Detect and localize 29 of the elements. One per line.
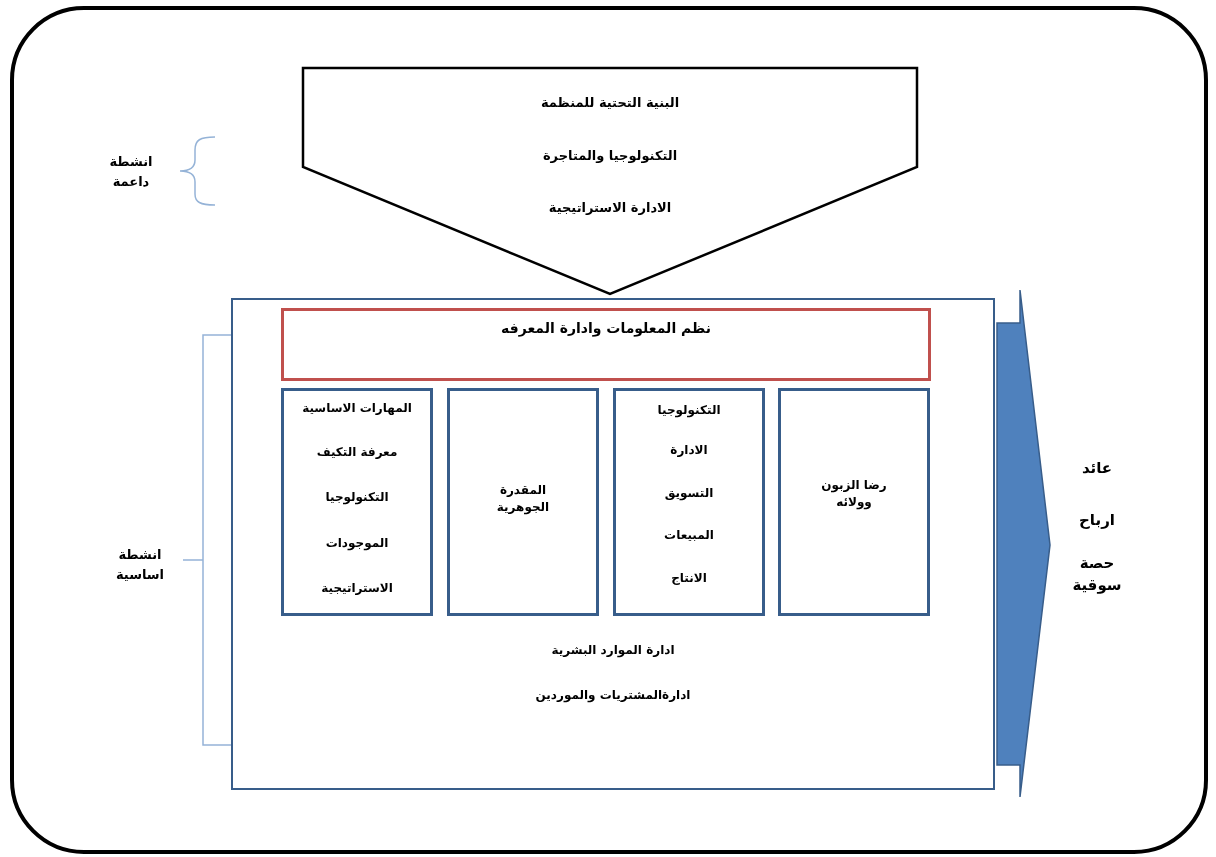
item-text: رضا الزبون وولائه — [820, 477, 888, 511]
item-text: المقدرة الجوهرية — [495, 482, 551, 516]
arrow-caption: حصة سوقية — [1072, 553, 1122, 596]
header-box — [281, 308, 931, 381]
item-text: ادارةالمشتريات والموردين — [534, 687, 692, 704]
item-text: معرفة التكيف — [315, 444, 399, 461]
item-text: الموجودات — [324, 535, 390, 552]
item-text: ادارة الموارد البشرية — [550, 642, 676, 659]
item-text: التكنولوجيا والمتاجرة — [541, 147, 679, 164]
side-label: انشطة داعمة — [108, 153, 154, 191]
item-text: المبيعات — [663, 527, 715, 544]
arrow-caption: ارباح — [1078, 510, 1116, 531]
side-label: انشطة اساسية — [114, 546, 166, 584]
item-text: التسويق — [663, 485, 715, 502]
item-text: الادارة — [669, 442, 709, 459]
category-box — [447, 388, 599, 616]
category-box — [778, 388, 930, 616]
item-text: البنية التحتية للمنظمة — [539, 94, 681, 111]
category-box — [281, 388, 433, 616]
item-text: الادارة الاستراتيجية — [547, 199, 673, 216]
arrow-caption: عائد — [1080, 458, 1114, 479]
item-text: التكنولوجيا — [324, 489, 390, 506]
item-text: التكنولوجيا — [656, 402, 722, 419]
heading-text: نظم المعلومات وادارة المعرفه — [500, 320, 712, 337]
item-text: المهارات الاساسية — [301, 400, 413, 417]
main-box — [231, 298, 995, 790]
category-box — [613, 388, 765, 616]
item-text: الاستراتيجية — [320, 580, 394, 597]
item-text: الانتاج — [670, 570, 708, 587]
